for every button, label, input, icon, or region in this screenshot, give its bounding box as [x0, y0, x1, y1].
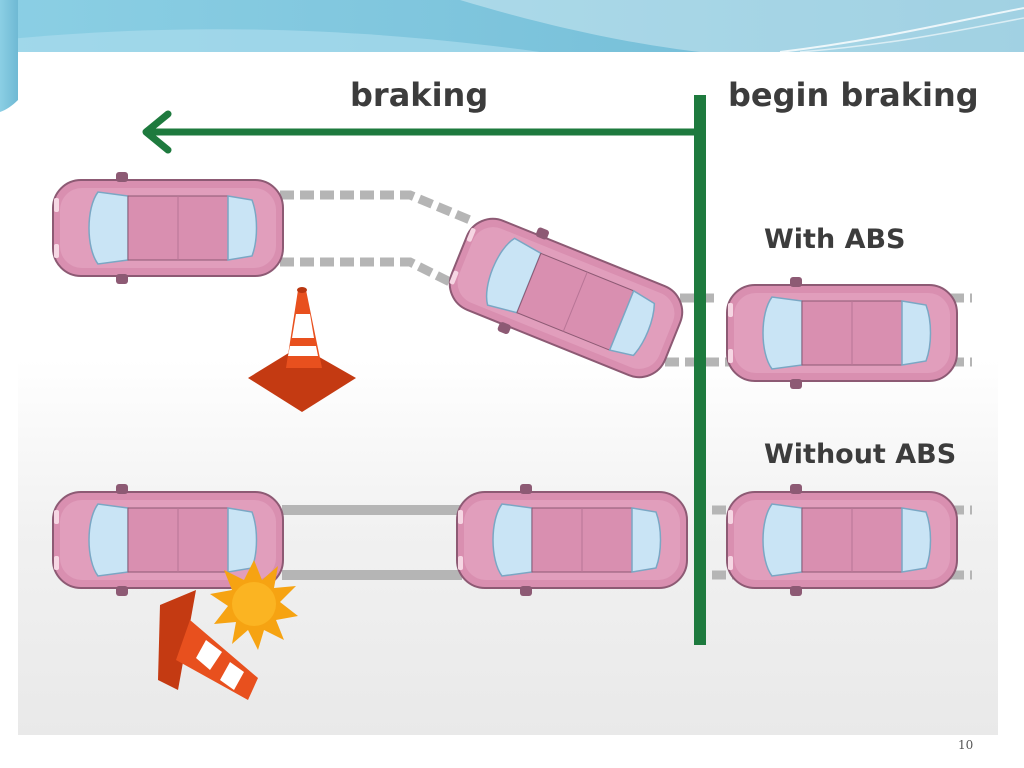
fallen-cone-icon: [158, 590, 258, 700]
car-icon: [726, 276, 958, 390]
without-abs-label: Without ABS: [764, 439, 957, 470]
car-icon: [456, 483, 688, 597]
impact-burst-icon: [210, 560, 298, 650]
non-abs-skid-marks: [282, 505, 462, 580]
begin-braking-label: begin braking: [728, 76, 979, 114]
braking-label: braking: [350, 76, 489, 114]
car-icon: [726, 483, 958, 597]
page-number: 10: [958, 738, 974, 752]
begin-braking-line: [694, 95, 706, 645]
car-icon: [52, 171, 284, 285]
car-icon: [437, 201, 695, 395]
with-abs-label: With ABS: [764, 224, 906, 255]
traffic-cone-icon: [248, 287, 356, 412]
arrow-left-icon: [142, 110, 700, 154]
